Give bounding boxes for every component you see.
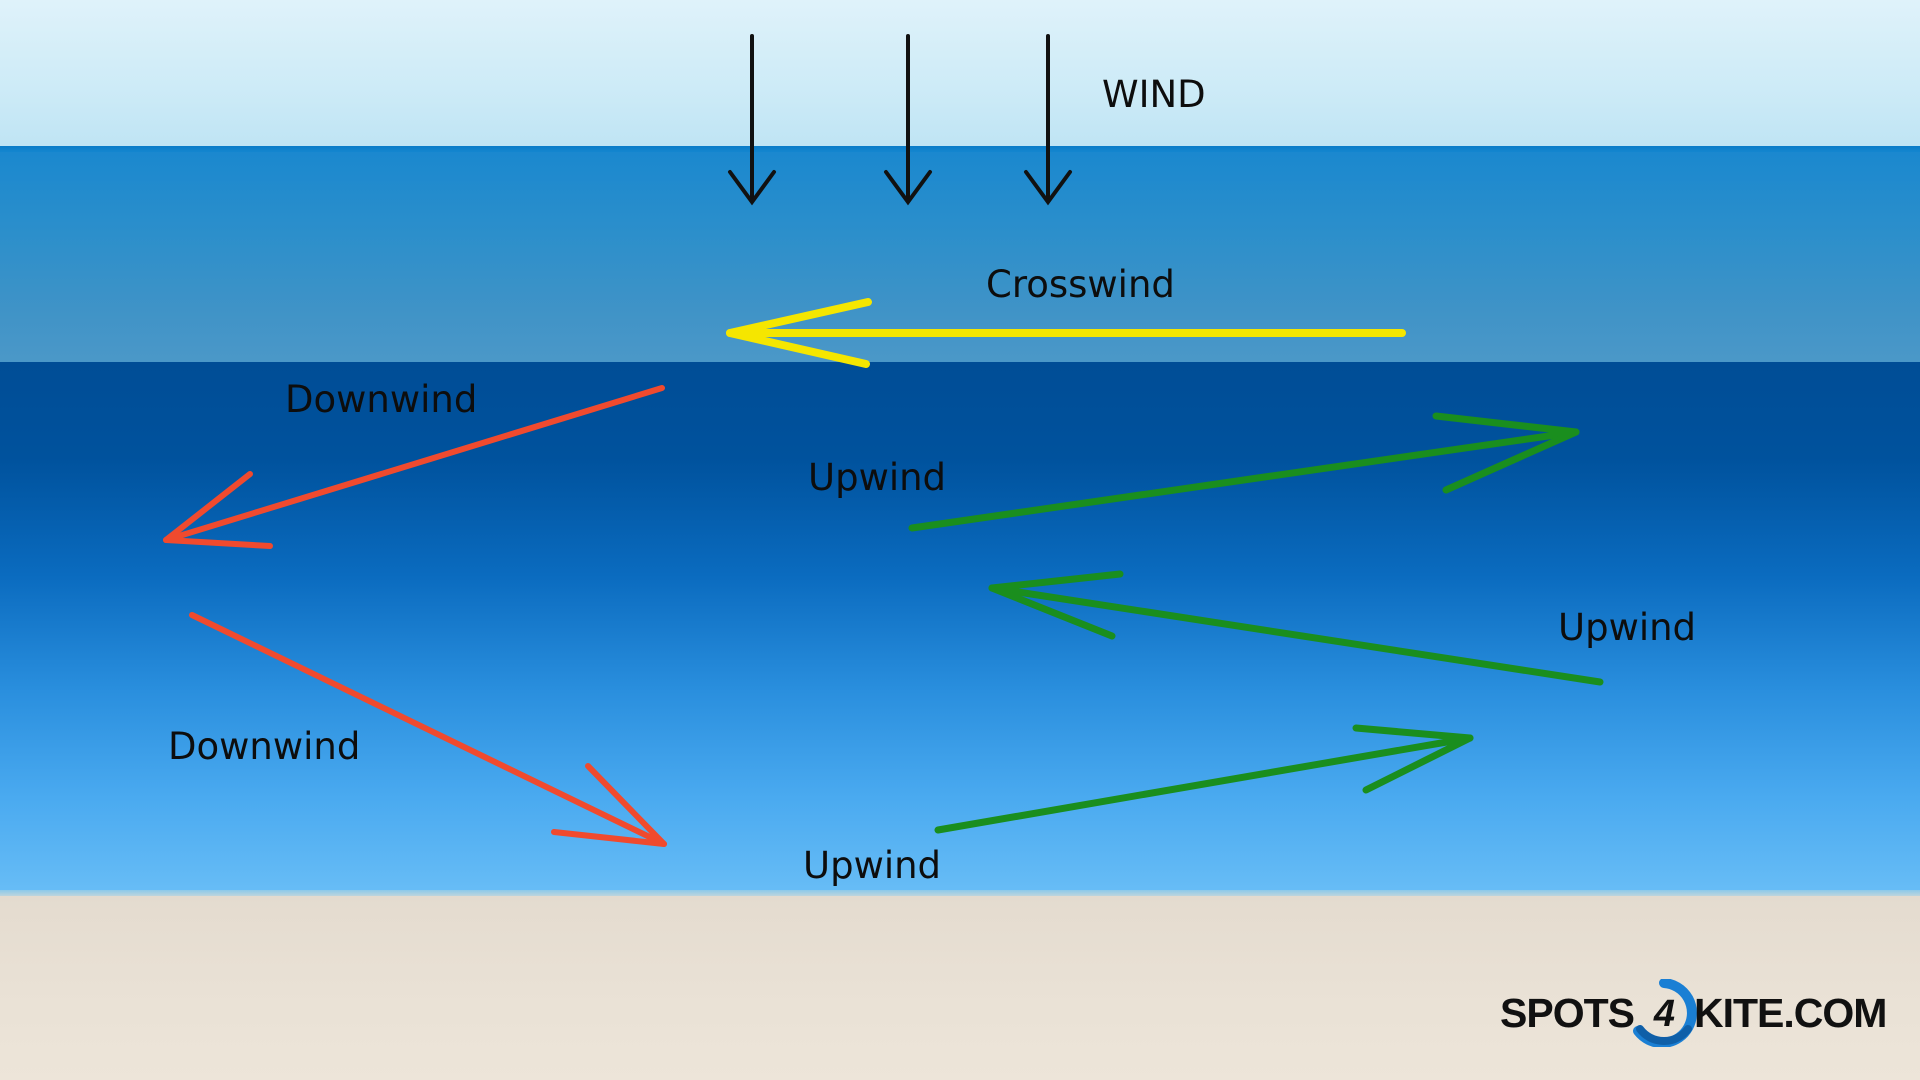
wind-arrow-3 [1024,34,1072,206]
logo-badge-mark: 4 [1653,993,1675,1035]
downwind-label-bottom: Downwind [168,725,360,768]
downwind-label-top: Downwind [285,378,477,421]
upwind-label-bottom: Upwind [803,844,941,887]
wind-arrows [728,34,1072,206]
wind-arrow-1 [728,34,776,206]
logo-text-left: SPOTS [1500,989,1635,1036]
kite-badge-icon: 4 [1630,978,1698,1048]
logo-text-right: KITE.COM [1693,989,1887,1036]
sea-far [0,150,1920,362]
crosswind-label: Crosswind [986,263,1175,306]
upwind-label-right: Upwind [1558,606,1696,649]
wind-label: WIND [1102,73,1206,116]
downwind-arrows [163,385,667,847]
sea-deep [0,362,1920,894]
upwind-arrow-right [988,570,1604,686]
upwind-arrow-bottom [934,724,1474,834]
spots4kite-logo: SPOTS 4 KITE.COM [1500,978,1887,1048]
downwind-arrow-top [163,385,665,549]
downwind-arrow-bottom [189,612,667,847]
upwind-label-center: Upwind [808,456,946,499]
upwind-arrows [908,412,1604,834]
crosswind-arrow [726,298,1406,368]
upwind-arrow-center [908,412,1580,532]
sky [0,0,1920,148]
wind-arrow-2 [884,34,932,206]
horizon-line [0,146,1920,152]
shore-line [0,890,1920,898]
sand [0,896,1920,1080]
